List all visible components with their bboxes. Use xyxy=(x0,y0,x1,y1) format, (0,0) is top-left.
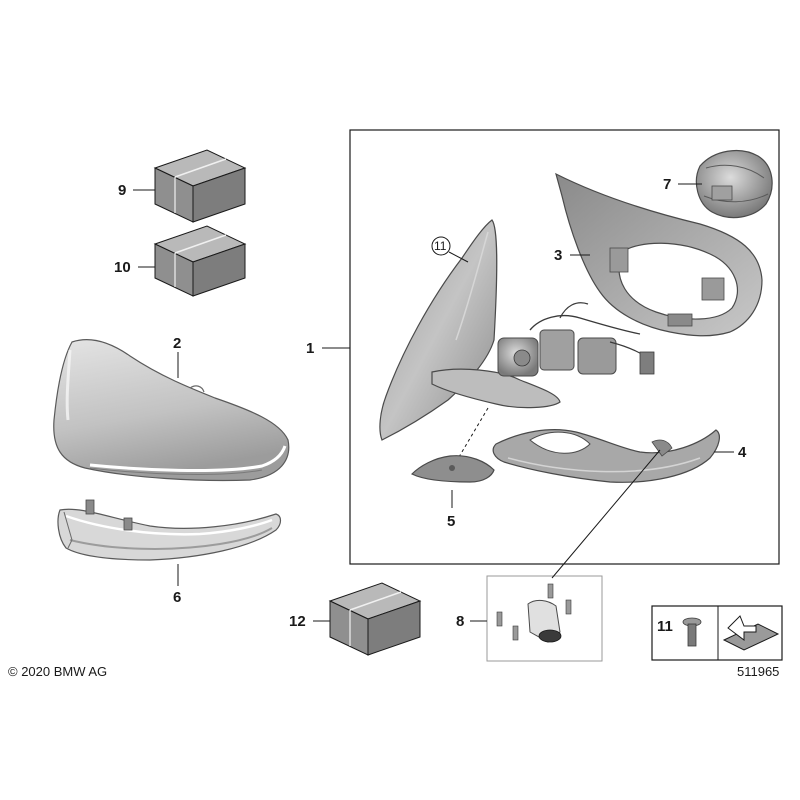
callout-5: 5 xyxy=(447,513,455,530)
callout-2: 2 xyxy=(173,335,181,352)
callout-10: 10 xyxy=(114,259,131,276)
part-5-base-plate xyxy=(410,455,495,483)
arrow-sheet-icon xyxy=(722,615,780,651)
part-9-box xyxy=(153,149,247,223)
part-12-box xyxy=(328,582,422,656)
copyright: © 2020 BMW AG xyxy=(8,664,107,679)
screw-icon xyxy=(682,617,702,647)
legend-box xyxy=(651,605,783,661)
part-6-turn-signal xyxy=(57,499,282,561)
callout-1: 1 xyxy=(306,340,314,357)
callout-11-circled: 11 xyxy=(434,239,447,253)
callout-7: 7 xyxy=(663,176,671,193)
part-2-mirror-cap xyxy=(53,339,290,482)
part-7-adjust-motor xyxy=(695,149,773,219)
part-4-lower-trim xyxy=(492,429,720,483)
callout-12: 12 xyxy=(289,613,306,630)
callout-4: 4 xyxy=(738,444,747,461)
callout-8: 8 xyxy=(456,613,464,630)
assembly-frame xyxy=(349,129,780,565)
dashed-axis xyxy=(455,407,489,463)
diagram-number: 511965 xyxy=(737,664,779,679)
part-3-housing-frame xyxy=(555,172,763,337)
part-11-mirror-glass xyxy=(379,219,498,441)
mirror-base-motor xyxy=(431,302,655,409)
callout-6: 6 xyxy=(173,589,181,606)
callout-3: 3 xyxy=(554,247,562,264)
part-8-box xyxy=(486,575,603,662)
legend-callout-11: 11 xyxy=(657,618,673,635)
part-8-clip-set xyxy=(496,583,572,643)
callout-9: 9 xyxy=(118,182,126,199)
part-10-box xyxy=(153,225,247,297)
callout-11-circle xyxy=(431,236,451,256)
